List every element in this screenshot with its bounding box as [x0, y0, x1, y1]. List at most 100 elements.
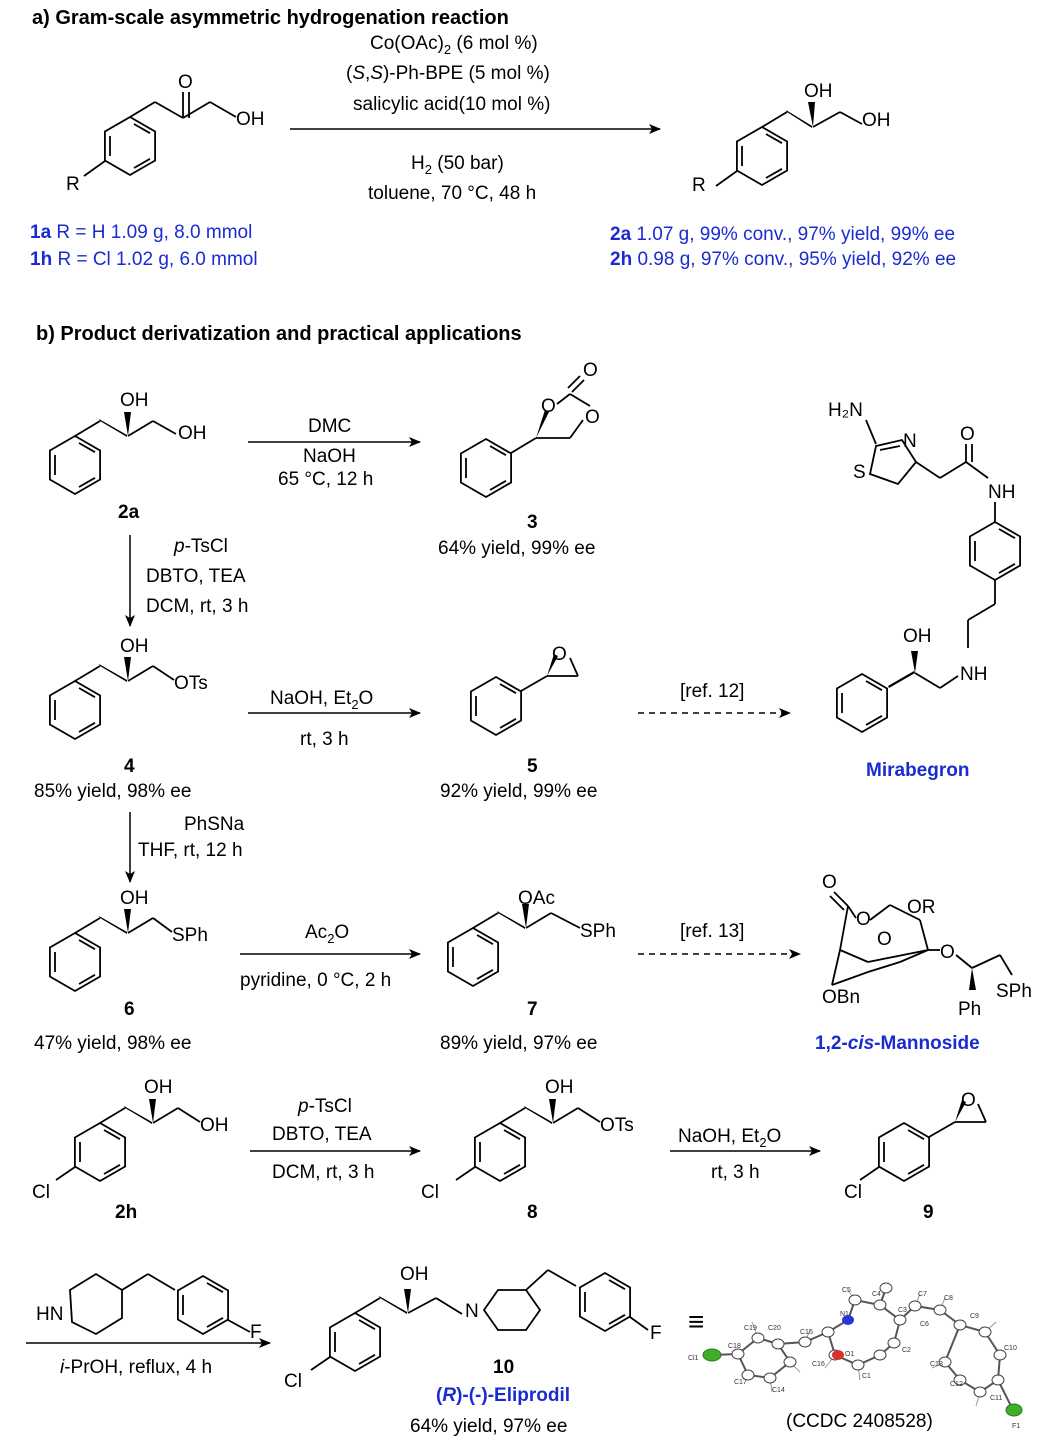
atom-n: N: [465, 1301, 479, 1322]
ortep-atom-label: C17: [734, 1379, 747, 1386]
atom-h2n: H₂N: [828, 400, 863, 421]
atom-sph: SPh: [172, 925, 208, 946]
atom-oh: OH: [862, 110, 891, 131]
cond-naoh: NaOH: [303, 446, 356, 467]
ortep-atom-label: C1: [862, 1373, 871, 1380]
ortep-atom-label: C5: [842, 1287, 851, 1294]
mannoside-structure: O O OR O O OBn Ph SPh: [822, 872, 1032, 1020]
cond-salicylic: salicylic acid(10 mol %): [353, 94, 550, 115]
substrate-1a: 1a R = H 1.09 g, 8.0 mmol: [30, 222, 252, 243]
atom-oh: OH: [200, 1115, 229, 1136]
cond-65c: 65 °C, 12 h: [278, 469, 373, 490]
result-3: 64% yield, 99% ee: [438, 538, 595, 559]
ortep-f-atom: [1005, 1403, 1023, 1417]
atom-o: O: [178, 72, 193, 93]
ortep-atom-label: C8: [944, 1295, 953, 1302]
atom-f: F: [650, 1323, 662, 1344]
section-a-title: a) Gram-scale asymmetric hydrogenation r…: [32, 7, 509, 29]
atom-oh: OH: [120, 636, 149, 657]
atom-oh: OH: [120, 888, 149, 909]
cond-ligand: (S,S)-Ph-BPE (5 mol %): [346, 63, 550, 84]
atom-f: F: [250, 1322, 262, 1343]
atom-ots: OTs: [600, 1115, 634, 1136]
ortep-n-atom: [842, 1315, 854, 1325]
product-2a: 2a 1.07 g, 99% conv., 97% yield, 99% ee: [610, 224, 955, 245]
atom-r: R: [66, 174, 80, 195]
label-5: 5: [527, 756, 538, 777]
ortep-cl-atom: [702, 1348, 722, 1362]
cond-rt3h-2: rt, 3 h: [711, 1162, 760, 1183]
cond-ac2o: Ac2O: [305, 922, 349, 946]
cond-dcm: DCM, rt, 3 h: [146, 596, 248, 617]
ortep-atom-label: C6: [920, 1321, 929, 1328]
ortep-o-atom: [832, 1350, 844, 1360]
cond-dbto: DBTO, TEA: [146, 566, 246, 587]
cond-dbto-2: DBTO, TEA: [272, 1124, 372, 1145]
ortep-atom-label: Cl1: [688, 1355, 699, 1362]
atom-o: O: [940, 942, 955, 963]
compound-10: OH N F Cl: [284, 1264, 662, 1392]
ortep-atom-label: C13: [930, 1361, 943, 1368]
ortep-atom-label: C4: [872, 1291, 881, 1298]
atom-o: O: [856, 909, 871, 930]
ortep-atom-label: C11: [990, 1395, 1002, 1402]
ref-13: [ref. 13]: [680, 921, 744, 942]
label-7: 7: [527, 999, 538, 1020]
atom-oh: OH: [545, 1077, 574, 1098]
label-mirabegron: Mirabegron: [866, 760, 969, 781]
atom-cl: Cl: [32, 1182, 50, 1203]
cond-co-oac: Co(OAc)2 (6 mol %): [370, 33, 538, 57]
atom-oh: OH: [120, 390, 149, 411]
atom-nh: NH: [960, 664, 987, 685]
cond-iproh: i-PrOH, reflux, 4 h: [60, 1357, 212, 1378]
atom-oh: OH: [178, 423, 207, 444]
label-3: 3: [527, 512, 538, 533]
result-10: 64% yield, 97% ee: [410, 1416, 567, 1437]
atom-o: O: [552, 644, 567, 665]
atom-o: O: [877, 929, 892, 950]
product-diol: OH OH R: [692, 81, 891, 196]
label-6: 6: [124, 999, 135, 1020]
atom-n: N: [903, 431, 917, 452]
atom-cl: Cl: [844, 1182, 862, 1203]
result-5: 92% yield, 99% ee: [440, 781, 597, 802]
compound-9: O Cl: [844, 1090, 987, 1203]
ortep-atom-label: C12: [950, 1381, 963, 1388]
label-2h: 2h: [115, 1202, 137, 1223]
atom-oh: OH: [903, 626, 932, 647]
atom-oh: OH: [236, 109, 265, 130]
atom-sph: SPh: [580, 921, 616, 942]
cond-phsna: PhSNa: [184, 814, 245, 835]
atom-oh: OH: [804, 81, 833, 102]
atom-cl: Cl: [421, 1182, 439, 1203]
ortep-atom-label: C3: [898, 1307, 907, 1314]
atom-o: O: [961, 1090, 976, 1111]
atom-oh: OH: [400, 1264, 429, 1285]
atom-hn: HN: [36, 1304, 63, 1325]
atom-o: O: [960, 424, 975, 445]
ortep-atom-label: C9: [970, 1313, 979, 1320]
ortep-atom-label: C10: [1004, 1345, 1017, 1352]
product-2h: 2h 0.98 g, 97% conv., 95% yield, 92% ee: [610, 249, 956, 270]
compound-2a: OH OH: [49, 390, 207, 495]
result-6: 47% yield, 98% ee: [34, 1033, 191, 1054]
compound-5: O: [469, 644, 579, 736]
label-9: 9: [923, 1202, 934, 1223]
atom-o: O: [583, 360, 598, 381]
cond-toluene: toluene, 70 °C, 48 h: [368, 183, 536, 204]
atom-o: O: [585, 407, 600, 428]
ortep-atom-label: C20: [768, 1325, 781, 1332]
section-b-title: b) Product derivatization and practical …: [36, 323, 522, 345]
ortep-atom-label: O1: [845, 1351, 854, 1358]
atom-oac: OAc: [518, 888, 555, 909]
label-10: 10: [493, 1357, 514, 1378]
mirabegron-structure: H₂N S N O NH NH OH: [828, 400, 1021, 733]
substrate-1h: 1h R = Cl 1.02 g, 6.0 mmol: [30, 249, 258, 270]
starting-material-1: O OH R: [66, 72, 265, 195]
compound-6: OH SPh: [49, 888, 208, 992]
cond-naoh-et2o: NaOH, Et2O: [270, 688, 373, 712]
cond-dmc: DMC: [308, 416, 351, 437]
atom-ph: Ph: [958, 999, 981, 1020]
ortep-atom-label: C2: [902, 1347, 911, 1354]
